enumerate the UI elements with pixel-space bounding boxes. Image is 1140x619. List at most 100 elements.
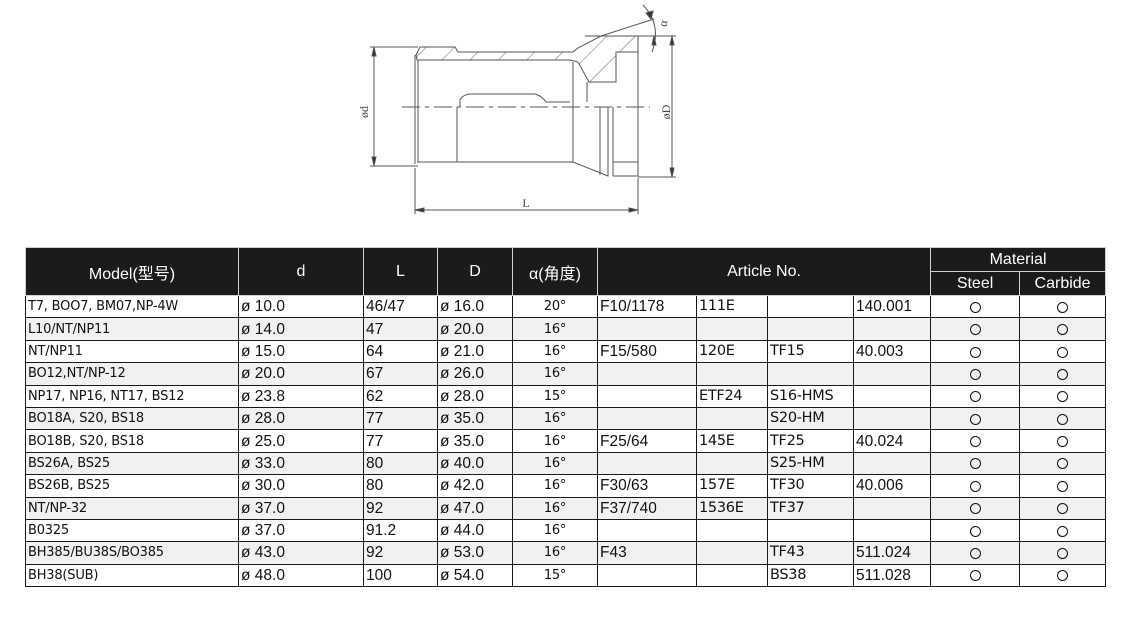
cell-d: ø 25.0 — [238, 429, 364, 453]
header-alpha: α(角度) — [512, 247, 598, 296]
cell-model: BS26B, BS25 — [25, 474, 239, 498]
cell-carbide — [1019, 496, 1107, 520]
cell-L: 77 — [363, 406, 438, 431]
cell-carbide — [1019, 563, 1107, 588]
cell-article-1: F37/740 — [597, 496, 697, 520]
available-circle-icon — [1057, 570, 1069, 582]
cell-steel — [930, 518, 1021, 543]
cell-article-4 — [852, 362, 932, 386]
cell-alpha: 15° — [512, 563, 598, 588]
cell-D: ø 54.0 — [437, 563, 513, 588]
available-circle-icon — [1057, 391, 1069, 403]
cell-d: ø 33.0 — [238, 451, 364, 476]
available-circle-icon — [969, 346, 981, 358]
available-circle-icon — [969, 503, 981, 515]
header-d: d — [238, 247, 364, 296]
cell-alpha: 16° — [512, 339, 598, 364]
cell-steel — [930, 406, 1021, 431]
cell-article-2 — [696, 518, 768, 543]
cell-article-2: 145E — [696, 429, 768, 453]
dimension-d-label: ød — [360, 106, 371, 118]
cell-alpha: 16° — [512, 451, 598, 476]
cell-article-1: F30/63 — [597, 474, 697, 498]
cell-carbide — [1019, 339, 1107, 364]
cell-article-2 — [696, 317, 768, 341]
cell-steel — [930, 362, 1021, 386]
cell-carbide — [1019, 541, 1107, 565]
cell-carbide — [1019, 474, 1107, 498]
cell-alpha: 16° — [512, 317, 598, 341]
cell-steel — [930, 317, 1021, 341]
cell-alpha: 16° — [512, 429, 598, 453]
cell-article-3: TF43 — [767, 541, 854, 565]
cell-d: ø 28.0 — [238, 406, 364, 431]
cell-L: 77 — [363, 429, 438, 453]
cell-article-4: 40.024 — [852, 429, 932, 453]
cell-D: ø 21.0 — [437, 339, 513, 364]
available-circle-icon — [1057, 503, 1069, 515]
cell-steel — [930, 563, 1021, 588]
cell-D: ø 35.0 — [437, 406, 513, 431]
cell-article-3: TF30 — [767, 474, 854, 498]
cell-article-3: S20-HM — [767, 406, 854, 431]
cell-model: NT/NP11 — [25, 339, 239, 364]
available-circle-icon — [1057, 368, 1069, 380]
cell-model: BO18A, S20, BS18 — [25, 406, 239, 431]
cell-steel — [930, 339, 1021, 364]
cell-article-2 — [696, 541, 768, 565]
cell-alpha: 20° — [512, 294, 598, 319]
available-circle-icon — [969, 525, 981, 537]
cell-D: ø 53.0 — [437, 541, 513, 565]
cell-alpha: 16° — [512, 474, 598, 498]
cell-article-4: 140.001 — [852, 294, 932, 319]
cell-d: ø 37.0 — [238, 496, 364, 520]
cell-article-2: ETF24 — [696, 384, 768, 408]
cell-carbide — [1019, 451, 1107, 476]
header-steel: Steel — [930, 271, 1021, 296]
cell-model: BH38(SUB) — [25, 563, 239, 588]
cell-article-1: F43 — [597, 541, 697, 565]
cell-d: ø 43.0 — [238, 541, 364, 565]
cell-model: B0325 — [25, 518, 239, 543]
cell-D: ø 40.0 — [437, 451, 513, 476]
cell-D: ø 16.0 — [437, 294, 513, 319]
cell-D: ø 47.0 — [437, 496, 513, 520]
cell-L: 67 — [363, 362, 438, 386]
cell-alpha: 16° — [512, 541, 598, 565]
cell-model: BO12,NT/NP-12 — [25, 362, 239, 386]
cell-article-3: BS38 — [767, 563, 854, 588]
cell-article-4: 40.006 — [852, 474, 932, 498]
cell-L: 64 — [363, 339, 438, 364]
angle-alpha-label: α — [656, 18, 671, 27]
cell-article-1: F25/64 — [597, 429, 697, 453]
header-article-no: Article No. — [596, 247, 932, 296]
cell-article-3: S25-HM — [767, 451, 854, 476]
cell-L: 92 — [363, 496, 438, 520]
cell-d: ø 30.0 — [238, 474, 364, 498]
cell-article-2 — [696, 406, 768, 431]
header-material: Material — [930, 247, 1107, 272]
available-circle-icon — [1057, 346, 1069, 358]
cell-article-1 — [597, 563, 697, 588]
cell-alpha: 15° — [512, 384, 598, 408]
available-circle-icon — [1057, 548, 1069, 560]
cell-steel — [930, 474, 1021, 498]
available-circle-icon — [969, 413, 981, 425]
available-circle-icon — [969, 548, 981, 560]
cell-article-3 — [767, 362, 854, 386]
available-circle-icon — [969, 324, 981, 336]
cell-carbide — [1019, 406, 1107, 431]
header-D: D — [437, 247, 513, 296]
cell-L: 92 — [363, 541, 438, 565]
